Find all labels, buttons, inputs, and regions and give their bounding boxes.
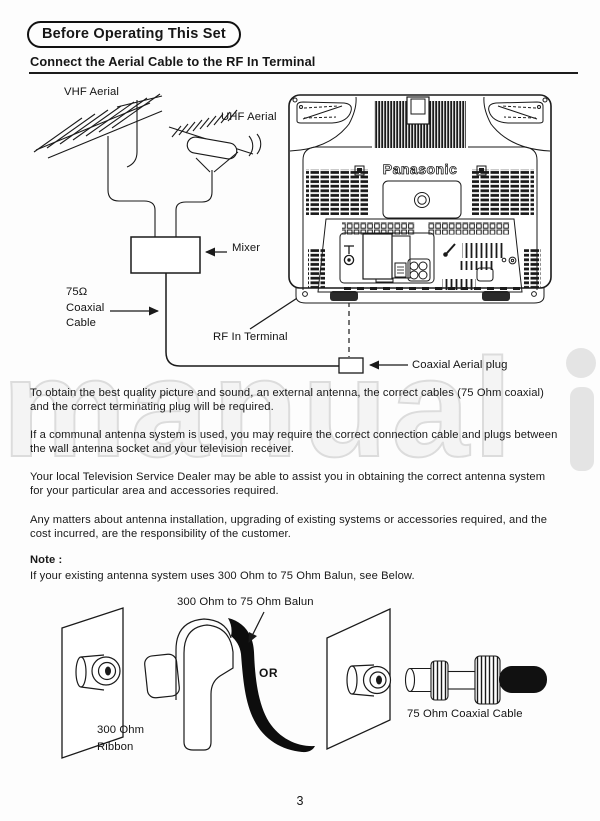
uhf-aerial-label: UHF Aerial <box>221 111 277 123</box>
ribbon-label: 300 Ohm Ribbon <box>97 724 145 753</box>
page-title: Before Operating This Set <box>27 21 241 48</box>
tv-left-vent <box>306 169 368 215</box>
page-number: 3 <box>296 794 304 808</box>
watermark-text: manual <box>1 329 517 486</box>
mixer-and-cable-drawing <box>110 236 408 374</box>
heading-rule <box>29 72 578 75</box>
aerial-plug-label: Coaxial Aerial plug <box>412 359 508 371</box>
mixer-label: Mixer <box>232 242 261 254</box>
paragraph-antenna-required: To obtain the best quality picture and s… <box>30 387 544 414</box>
balun-diagram-drawing <box>61 607 547 759</box>
vhf-aerial-label: VHF Aerial <box>64 86 119 98</box>
note-text: If your existing antenna system uses 300… <box>30 570 415 582</box>
paragraph-customer-responsibility: Any matters about antenna installation, … <box>30 514 548 541</box>
note-label: Note : <box>30 554 63 566</box>
watermark-i-dot <box>566 348 596 378</box>
watermark-i-bar <box>570 387 594 471</box>
tv-brand-logo: Panasonic <box>383 161 458 177</box>
coax-cable-label: 75Ω Coaxial Cable <box>66 286 105 329</box>
balun-drawing <box>144 618 315 753</box>
left-wall-plate <box>61 607 124 759</box>
coax-plug-drawing <box>404 655 547 705</box>
uhf-antenna-drawing <box>168 109 262 237</box>
tv-back-illustration: Panasonic <box>288 94 552 304</box>
or-label: OR <box>259 666 278 680</box>
paragraph-service-dealer: Your local Television Service Dealer may… <box>30 471 546 498</box>
coax-plug-box <box>338 357 364 374</box>
right-wall-plate <box>326 607 391 751</box>
coax-cable-bottom-label: 75 Ohm Coaxial Cable <box>407 708 523 720</box>
vhf-antenna-drawing <box>33 93 163 237</box>
balun-arrow <box>248 611 265 643</box>
rf-terminal-label: RF In Terminal <box>213 331 288 343</box>
section-heading: Connect the Aerial Cable to the RF In Te… <box>30 54 316 69</box>
balun-label: 300 Ohm to 75 Ohm Balun <box>177 596 314 608</box>
paragraph-communal-antenna: If a communal antenna system is used, yo… <box>30 429 558 456</box>
tv-right-vent <box>472 169 534 215</box>
rf-in-terminal <box>343 245 355 266</box>
coax-cable-line <box>165 273 339 367</box>
mixer-box <box>130 236 201 274</box>
